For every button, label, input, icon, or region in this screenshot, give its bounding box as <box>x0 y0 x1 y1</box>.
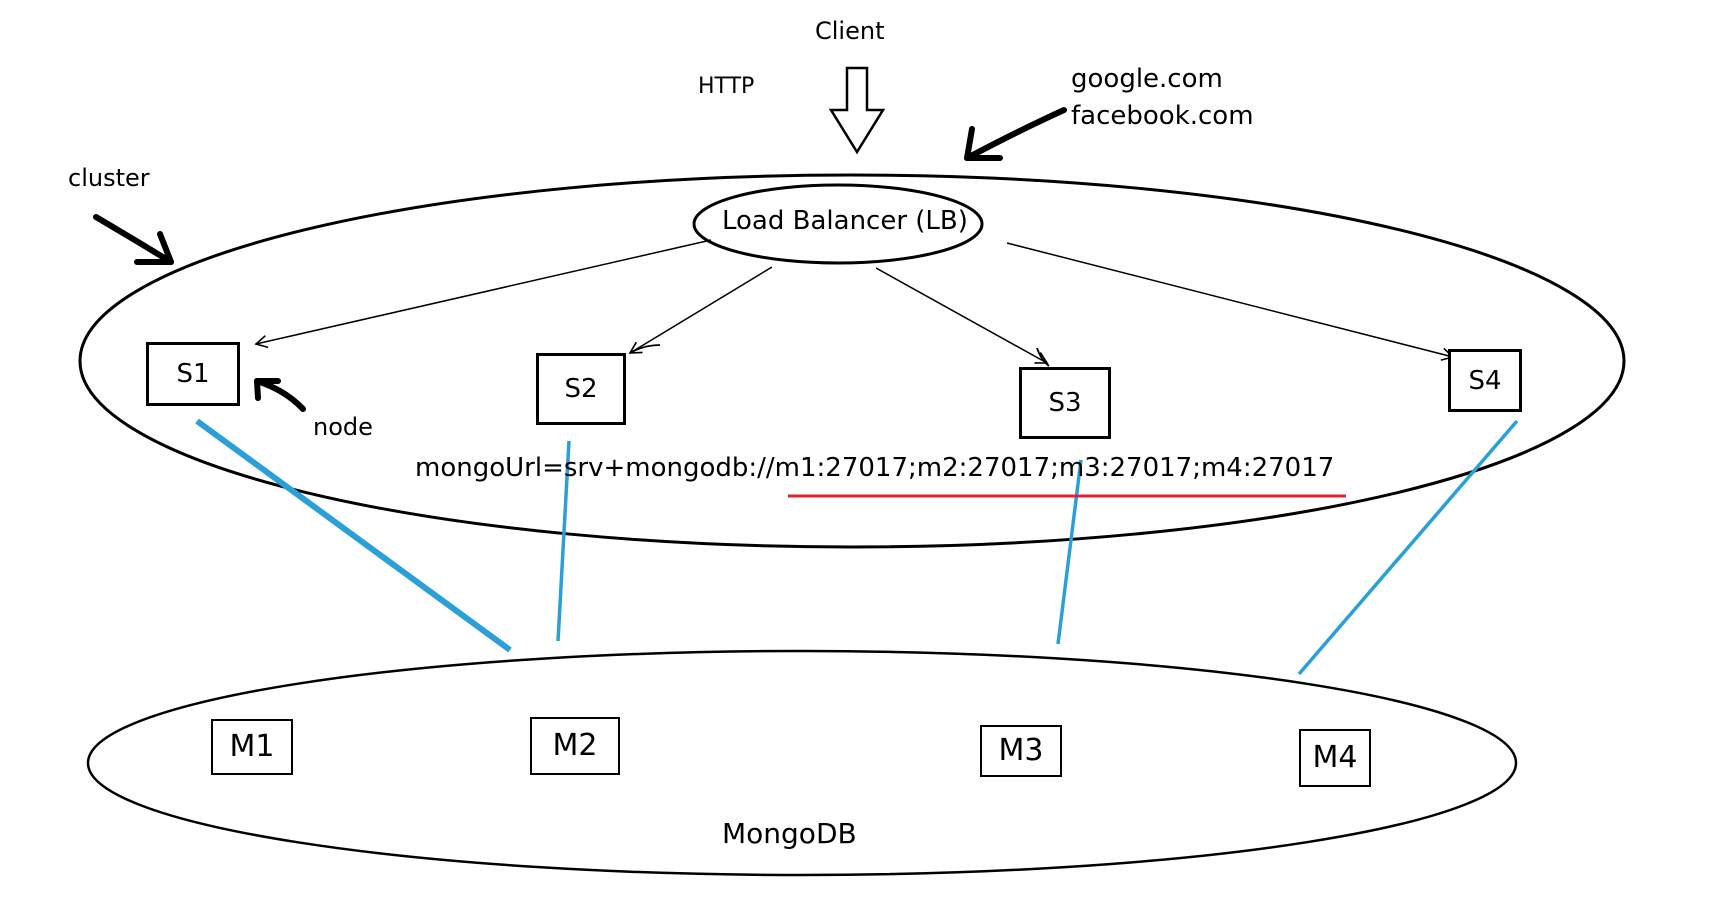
node-label: node <box>313 413 373 441</box>
domains-pointer-arrow-icon <box>964 107 1067 161</box>
s2-to-mongodb-connection <box>556 440 571 642</box>
load-balancer-ellipse <box>692 183 984 265</box>
lb-to-s4-arrow <box>1006 242 1455 361</box>
google-domain-label: google.com <box>1071 64 1223 94</box>
mongodb-ellipse <box>86 649 1518 877</box>
lb-to-s3-arrow <box>875 267 1049 364</box>
s1-to-mongodb-connection <box>195 418 512 653</box>
lb-to-s2-arrow <box>628 266 773 354</box>
server-s3-box: S3 <box>1019 367 1111 439</box>
node-pointer-arrow-icon <box>254 378 306 412</box>
http-label: HTTP <box>698 74 755 99</box>
server-s2-box: S2 <box>536 353 626 425</box>
s3-to-mongodb-connection <box>1056 459 1083 645</box>
mongo-url-label: mongoUrl=srv+mongodb://m1:27017;m2:27017… <box>415 453 1335 483</box>
mongo-m1-box: M1 <box>211 719 293 775</box>
client-down-arrow-icon <box>828 66 886 155</box>
cluster-label: cluster <box>68 164 150 192</box>
load-balancer-label: Load Balancer (LB) <box>722 206 968 236</box>
cluster-ellipse <box>78 173 1626 549</box>
client-label: Client <box>815 17 885 45</box>
s4-to-mongodb-connection <box>1297 419 1519 676</box>
cluster-pointer-arrow-icon <box>93 214 174 265</box>
server-s1-box: S1 <box>146 342 240 406</box>
mongo-m3-box: M3 <box>980 725 1062 777</box>
mongo-m4-box: M4 <box>1299 729 1371 787</box>
mongodb-label: MongoDB <box>722 817 857 850</box>
server-s4-box: S4 <box>1448 349 1522 412</box>
lb-to-s1-arrow <box>254 239 712 349</box>
mongo-m2-box: M2 <box>530 717 620 775</box>
facebook-domain-label: facebook.com <box>1071 101 1254 131</box>
s3-pointer-hook <box>1036 347 1050 367</box>
s2-pointer-hook <box>629 344 661 354</box>
